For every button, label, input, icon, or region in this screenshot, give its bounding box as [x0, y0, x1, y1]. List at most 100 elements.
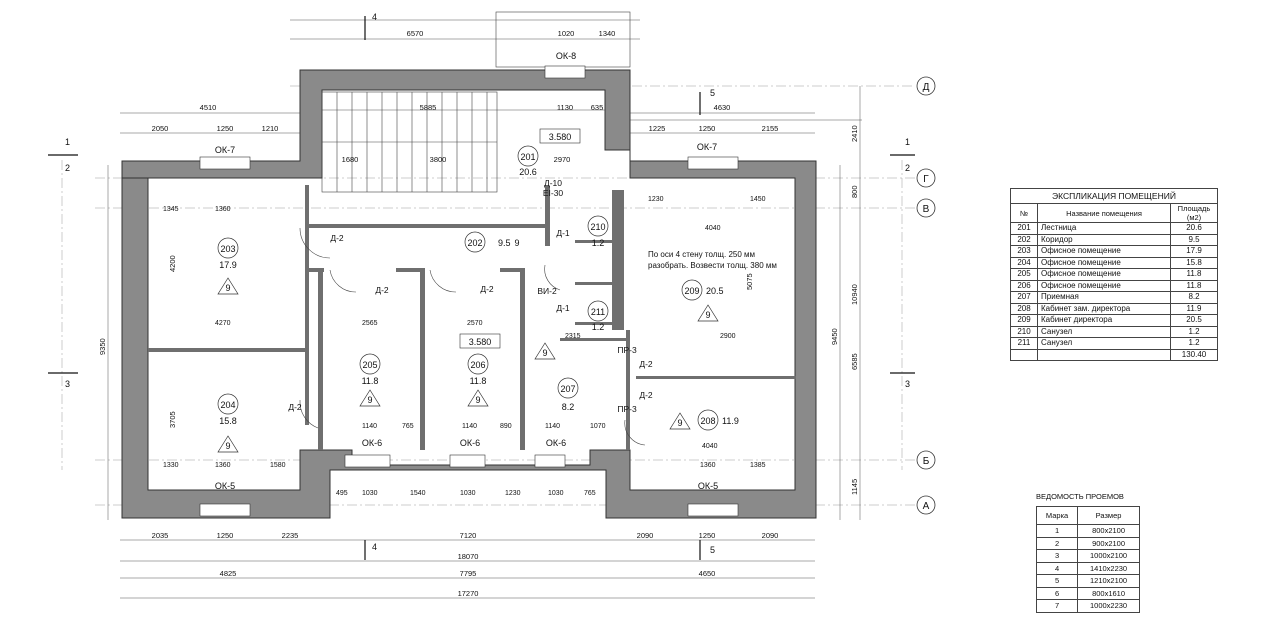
row-area: 15.8 — [1170, 256, 1218, 269]
opening-mark: 6 — [1035, 586, 1079, 600]
opening-size: 1000x2100 — [1077, 549, 1140, 563]
finish-mark-202: 9 — [514, 238, 519, 248]
dim-inner-1360-b: 1360 — [215, 462, 231, 469]
dim-inner-1030-c: 1030 — [548, 490, 564, 497]
dim-side-1145: 1145 — [850, 479, 859, 495]
dim-inner-2900: 2900 — [720, 333, 736, 340]
dim-635: 635 — [591, 103, 604, 112]
row-name: Кабинет зам. директора — [1037, 302, 1171, 315]
level-box-2 — [459, 333, 501, 349]
room-210-area: 1.2 — [592, 238, 605, 248]
row-area: 11.9 — [1170, 302, 1218, 315]
level-mark-2: 3.580 — [469, 337, 492, 347]
dim-17270: 17270 — [458, 589, 479, 598]
dim-3800: 3800 — [430, 155, 447, 164]
section-marks — [48, 16, 915, 560]
finish-mark-209: 9 — [705, 310, 710, 320]
section-mark-4-bottom: 4 — [372, 542, 377, 552]
interior-walls — [148, 185, 796, 450]
opening-mark: 5 — [1035, 574, 1079, 588]
level-mark-1: 3.580 — [549, 132, 572, 142]
axis-bubble-d: Д — [923, 82, 930, 93]
room-204-area: 15.8 — [219, 416, 237, 426]
dim-inner-4040-a: 4040 — [705, 225, 721, 232]
dim-inner-2570: 2570 — [467, 320, 483, 327]
opening-size: 1410x2230 — [1077, 561, 1140, 575]
row-num: 207 — [1010, 291, 1038, 304]
dim-side-4200: 4200 — [168, 255, 177, 272]
row-area: 20.6 — [1170, 222, 1218, 235]
dim-4825: 4825 — [220, 569, 237, 578]
dim-side-2410: 2410 — [850, 125, 859, 142]
opening-size: 800x1610 — [1077, 586, 1140, 600]
dim-inner-1030-a: 1030 — [362, 490, 378, 497]
dim-2035: 2035 — [152, 531, 169, 540]
row-name: Лестница — [1037, 222, 1171, 235]
opening-mark: 3 — [1035, 549, 1079, 563]
room-206-number: 206 — [470, 360, 485, 370]
dim-4510: 4510 — [200, 103, 217, 112]
dim-2235: 2235 — [282, 531, 299, 540]
dim-inner-2315: 2315 — [565, 333, 581, 340]
finish-triangles — [217, 277, 719, 453]
door-tag-d1-b: Д-1 — [556, 303, 570, 313]
finish-mark-206: 9 — [475, 395, 480, 405]
row-num: 206 — [1010, 279, 1038, 292]
dim-inner-1140-b: 1140 — [462, 423, 477, 430]
opening-size: 800x2100 — [1077, 524, 1140, 538]
dim-side-3705: 3705 — [168, 411, 177, 428]
dim-18070: 18070 — [458, 552, 479, 561]
section-mark-1-right: 1 — [905, 137, 910, 147]
axis-bubbles — [916, 76, 936, 515]
dim-inner-4270: 4270 — [215, 320, 231, 327]
wall-note-line2: разобрать. Возвести толщ. 380 мм — [648, 261, 777, 270]
room-208-area: 11.9 — [722, 416, 739, 426]
opening-size: 1210x2100 — [1077, 574, 1140, 588]
row-area: 17.9 — [1170, 245, 1218, 258]
dim-2970: 2970 — [554, 155, 571, 164]
row-num: 210 — [1010, 325, 1038, 338]
openings-title: ВЕДОМОСТЬ ПРОЕМОВ — [1036, 492, 1124, 501]
dim-side-9450: 9450 — [830, 328, 839, 345]
row-num: 203 — [1010, 245, 1038, 258]
room-203-area: 17.9 — [219, 260, 237, 270]
door-tag-vi2: ВИ-2 — [537, 286, 557, 296]
dim-2050: 2050 — [152, 124, 169, 133]
dim-1250-a: 1250 — [217, 124, 234, 133]
section-mark-5-bottom: 5 — [710, 545, 715, 555]
row-name: Кабинет директора — [1037, 314, 1171, 327]
door-tag-d2-c: Д-2 — [480, 284, 494, 294]
finish-mark-205: 9 — [367, 395, 372, 405]
dim-2155: 2155 — [762, 124, 779, 133]
room-bubbles — [217, 145, 719, 431]
opening-size: 1000x2230 — [1077, 599, 1140, 613]
opening-mark: 1 — [1035, 524, 1079, 538]
row-area: 1.2 — [1170, 325, 1218, 338]
room-204-number: 204 — [220, 400, 235, 410]
section-mark-2-right: 2 — [905, 163, 910, 173]
door-tag-ei30: EI-30 — [543, 188, 564, 198]
axis-bubble-b: Б — [923, 456, 930, 467]
dim-inner-1345: 1345 — [163, 206, 179, 213]
explication-header-area: Площадь (м2) — [1170, 203, 1218, 223]
room-209-area: 20.5 — [706, 286, 724, 296]
dim-inner-890: 890 — [500, 423, 512, 430]
dim-1225: 1225 — [649, 124, 666, 133]
dim-side-10940: 10940 — [850, 284, 859, 305]
dim-inner-765-a: 765 — [402, 423, 414, 430]
openings-header-mark: Марка — [1035, 506, 1079, 525]
level-box-1 — [539, 128, 581, 144]
row-name: Офисное помещение — [1037, 279, 1171, 292]
staircase — [321, 91, 498, 193]
row-name: Офисное помещение — [1037, 245, 1171, 258]
row-name: Приемная — [1037, 291, 1171, 304]
axis-bubble-v: В — [923, 204, 930, 215]
dim-1340: 1340 — [599, 29, 616, 38]
axis-bubble-g: Г — [923, 174, 929, 185]
finish-mark-208: 9 — [677, 418, 682, 428]
